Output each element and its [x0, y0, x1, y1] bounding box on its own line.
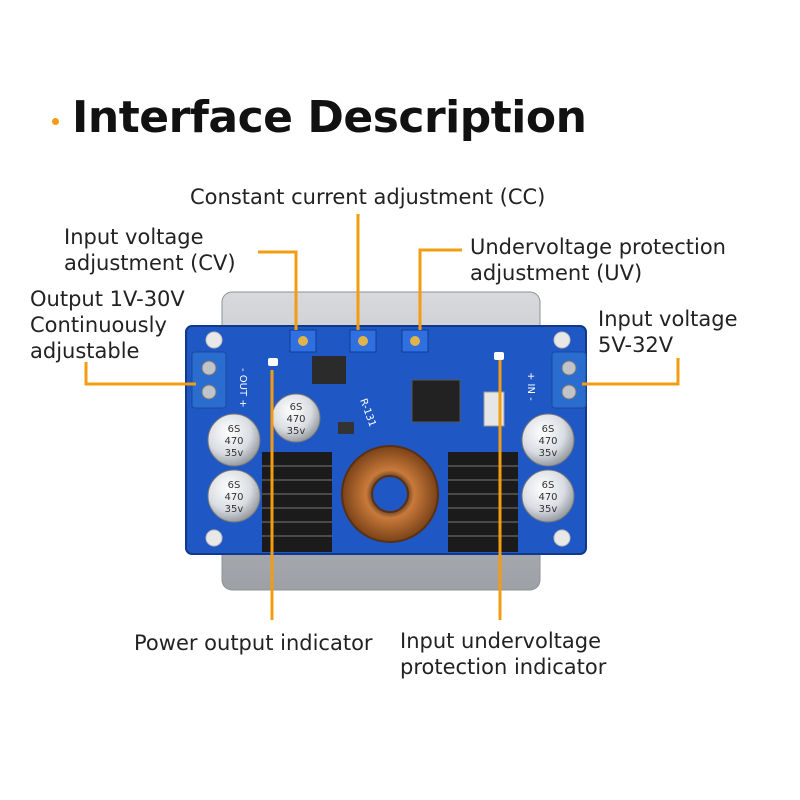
callout-uv	[418, 248, 462, 330]
capacitor-marking: 6S	[290, 402, 303, 413]
callout-cv	[258, 250, 298, 330]
label-input: Input voltage 5V-32V	[598, 306, 738, 358]
label-uv-led-line1: Input undervoltage	[400, 629, 602, 653]
led-indicators	[268, 352, 504, 366]
callout-lines	[84, 214, 680, 620]
smd-component	[338, 422, 354, 434]
label-output-line1: Output 1V-30V	[30, 287, 185, 311]
callout-out	[84, 362, 196, 386]
capacitor-marking: 6S	[228, 424, 241, 435]
label-input-line2: 5V-32V	[598, 333, 674, 357]
label-input-line1: Input voltage	[598, 307, 738, 331]
capacitor-marking: 35v	[539, 448, 558, 459]
label-output-line3: adjustable	[30, 339, 140, 363]
capacitor-marking: 470	[538, 436, 557, 447]
capacitor-marking: 6S	[542, 480, 555, 491]
capacitor-marking: 35v	[539, 504, 558, 515]
label-uv-led-line2: protection indicator	[400, 655, 607, 679]
label-uv-led: Input undervoltage protection indicator	[400, 628, 606, 680]
label-output: Output 1V-30V Continuously adjustable	[30, 286, 185, 364]
capacitor-marking: 470	[224, 492, 243, 503]
label-power-led: Power output indicator	[134, 631, 373, 655]
capacitor-marking: 470	[538, 492, 557, 503]
toroid-inductor	[341, 445, 439, 543]
page-title: Interface Description	[72, 92, 587, 143]
heatsink-left	[262, 452, 332, 552]
capacitor-marking: 35v	[225, 448, 244, 459]
capacitor-marking: 35v	[287, 426, 306, 437]
heatsink-right	[448, 452, 518, 552]
label-cv-line1: Input voltage	[64, 225, 204, 249]
input-terminal-block	[551, 351, 587, 409]
output-terminal-block	[191, 351, 227, 409]
ic-chip	[411, 379, 461, 423]
title-bullet	[52, 118, 59, 125]
capacitor-marking: 470	[286, 414, 305, 425]
label-uv-line2: adjustment (UV)	[470, 261, 643, 285]
label-output-line2: Continuously	[30, 313, 167, 337]
capacitor-marking: 6S	[542, 424, 555, 435]
output-terminal-label: - OUT +	[237, 368, 248, 408]
label-uv: Undervoltage protection adjustment (UV)	[470, 234, 726, 286]
input-terminal-label: + IN -	[525, 372, 536, 401]
label-cv-line2: adjustment (CV)	[64, 251, 236, 275]
capacitor-marking: 35v	[225, 504, 244, 515]
callout-in	[582, 358, 680, 386]
capacitor-marking: 470	[224, 436, 243, 447]
capacitors	[207, 393, 575, 523]
label-cv: Input voltage adjustment (CV)	[64, 224, 236, 276]
label-cc: Constant current adjustment (CC)	[190, 185, 546, 209]
label-uv-line1: Undervoltage protection	[470, 235, 726, 259]
mounting-holes	[205, 331, 571, 547]
capacitor-marking: 6S	[228, 480, 241, 491]
potentiometers	[289, 329, 429, 353]
mosfet	[312, 356, 346, 384]
